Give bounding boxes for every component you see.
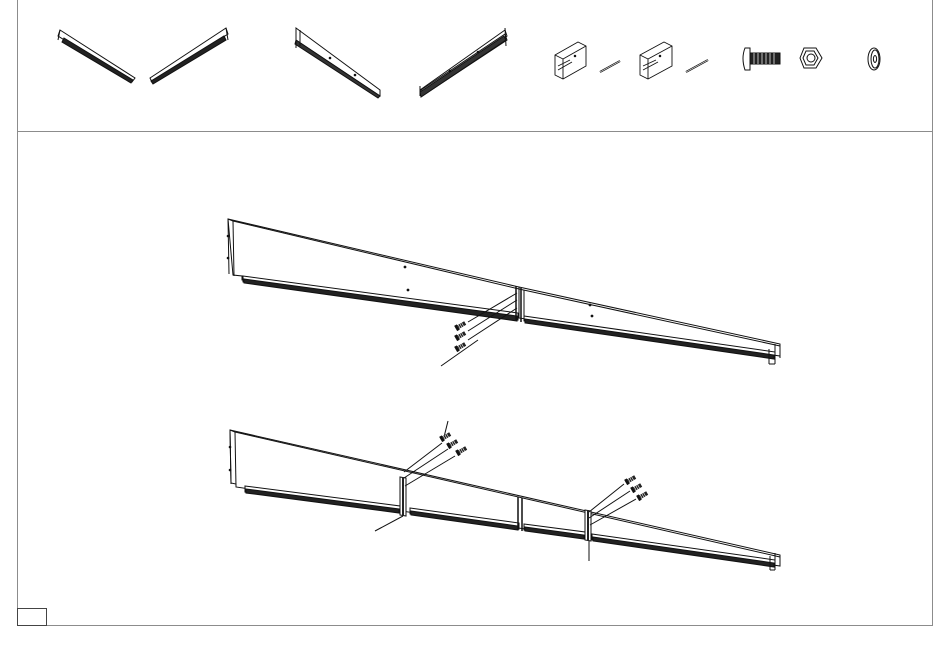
assembly-three-piece-rail [229,421,780,570]
part-bolt [743,48,780,70]
part-hex-nut [800,48,822,68]
assembly-two-piece-rail [227,219,780,366]
part-long-rail-right [420,28,507,97]
assembly1-screws [454,320,467,352]
part-short-rail-left [58,30,135,83]
part-joint-bracket-b [640,42,708,79]
part-long-rail-left [295,28,380,98]
assembly2-screws-right [624,474,649,501]
part-washer [868,48,880,70]
step-number-box [17,608,47,626]
part-joint-bracket-a [555,42,620,79]
part-short-rail-right [150,28,228,84]
